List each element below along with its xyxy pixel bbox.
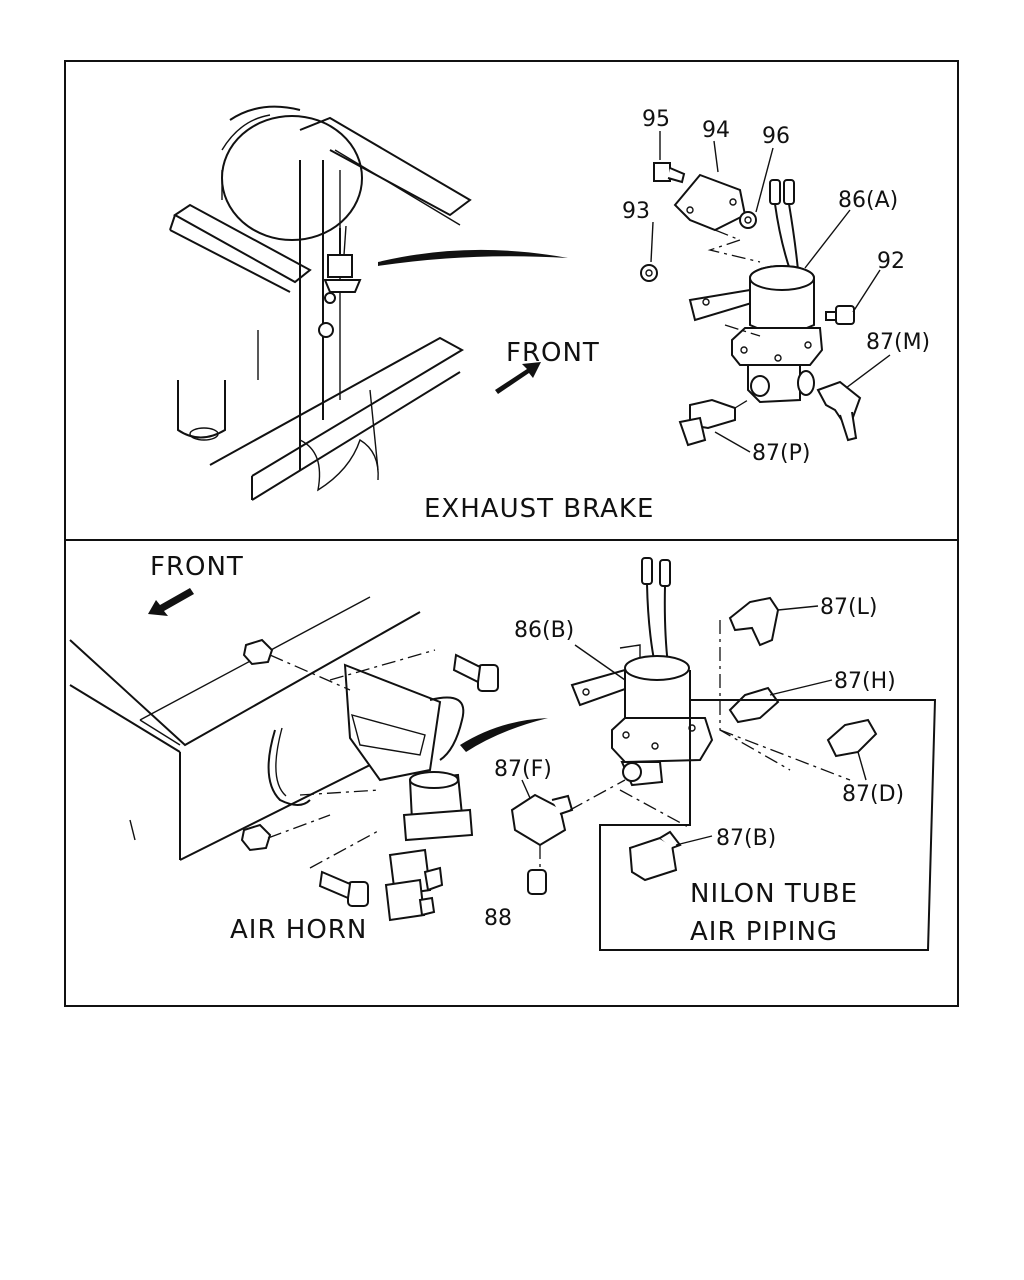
callout-87d: 87(D) xyxy=(842,782,904,807)
bottom-front-label: FRONT xyxy=(150,552,244,582)
callout-87m: 87(M) xyxy=(866,330,930,355)
callout-95: 95 xyxy=(642,107,670,132)
bottom-frame-rail xyxy=(69,596,421,861)
exhaust-brake-caption: EXHAUST BRAKE xyxy=(424,494,654,524)
callout-94: 94 xyxy=(702,118,730,143)
callout-87h: 87(H) xyxy=(834,669,896,694)
callout-88: 88 xyxy=(484,906,512,931)
exhaust-brake-valve-detail xyxy=(640,162,862,447)
callout-96: 96 xyxy=(762,124,790,149)
callout-86a: 86(A) xyxy=(838,188,898,213)
callout-87b: 87(B) xyxy=(716,826,776,851)
bottom-front-arrow xyxy=(148,588,194,616)
air-horn-valve-assembly xyxy=(240,638,548,922)
nylon-tube-inset-frame xyxy=(599,699,937,951)
inset-line-2: AIR PIPING xyxy=(690,917,838,947)
callout-87p: 87(P) xyxy=(752,441,810,466)
top-front-arrow xyxy=(495,362,541,394)
callout-93: 93 xyxy=(622,199,650,224)
valve-86b-detail xyxy=(510,557,878,895)
callout-92: 92 xyxy=(877,249,905,274)
bottom-panel-frame xyxy=(64,539,959,1007)
top-callout-leaders xyxy=(650,131,891,453)
callout-87l: 87(L) xyxy=(820,595,877,620)
bottom-callout-leaders xyxy=(521,605,867,846)
fitting-87b xyxy=(628,830,682,882)
air-horn-caption: AIR HORN xyxy=(230,915,367,945)
top-front-label: FRONT xyxy=(506,338,600,368)
callout-87f: 87(F) xyxy=(494,757,552,782)
inset-line-1: NILON TUBE xyxy=(690,879,858,909)
top-panel-frame xyxy=(64,60,959,541)
callout-86b: 86(B) xyxy=(514,618,574,643)
top-chassis-illustration xyxy=(169,105,568,501)
